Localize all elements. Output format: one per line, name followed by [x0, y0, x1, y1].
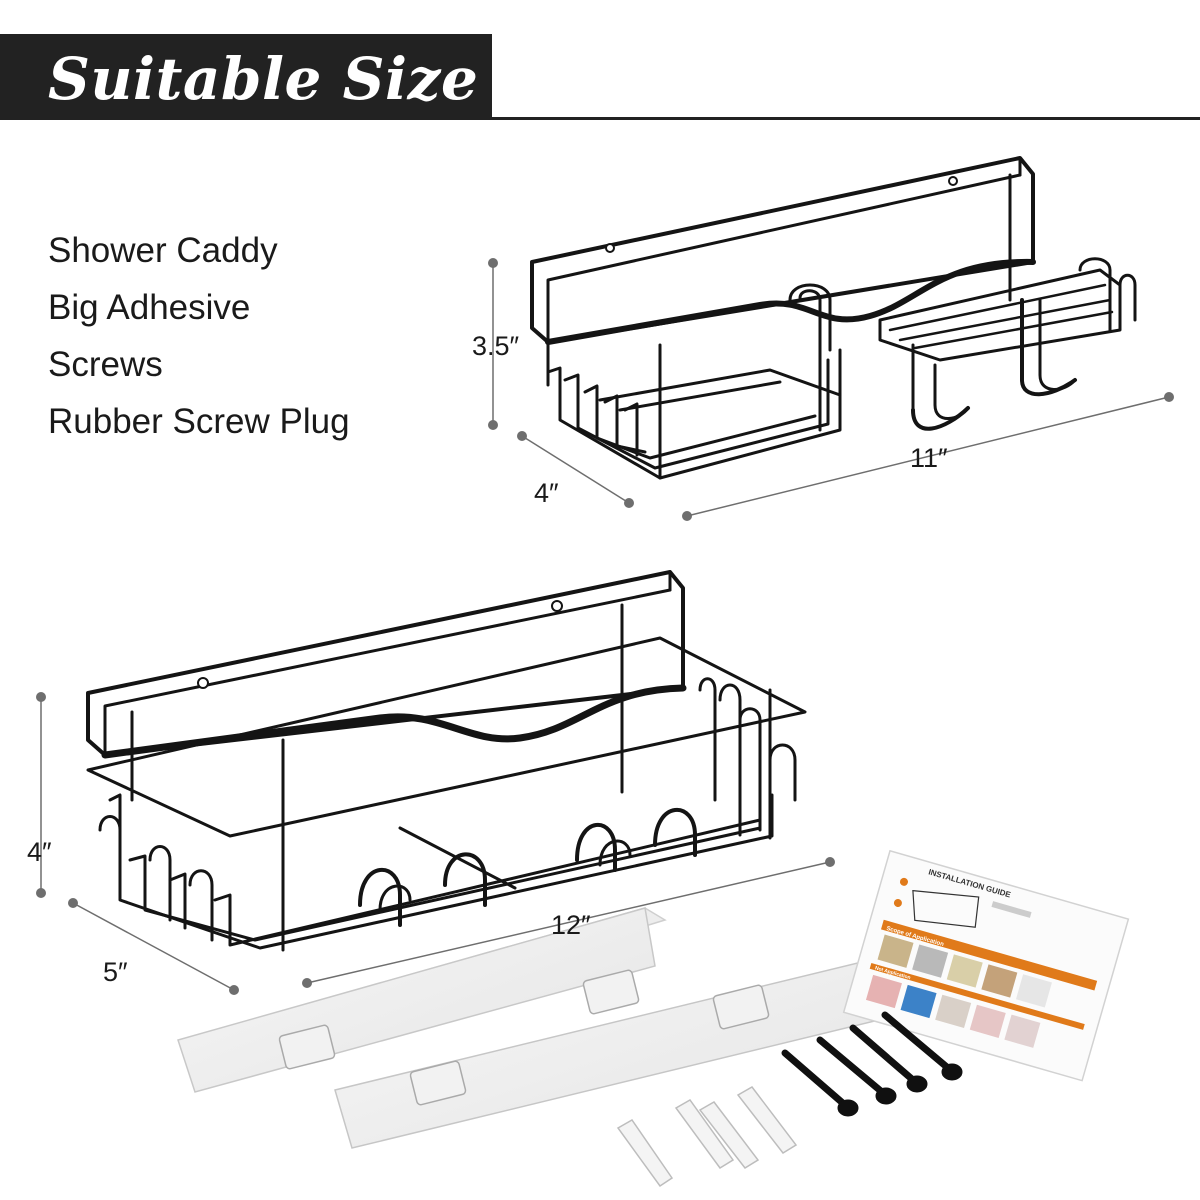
contents-item-screws: Screws [48, 345, 163, 384]
header-bar [0, 34, 492, 120]
header-divider [492, 117, 1200, 120]
page-title: Suitable Size [48, 45, 479, 113]
small-caddy-width-label: 11″ [910, 443, 948, 473]
contents-item-shower-caddy: Shower Caddy [48, 231, 278, 270]
small-caddy-height-label: 3.5″ [472, 331, 520, 361]
screws [781, 1011, 963, 1117]
adhesive-clips [278, 969, 770, 1106]
contents-item-big-adhesive: Big Adhesive [48, 288, 251, 327]
large-caddy-height-label: 4″ [27, 837, 52, 867]
adhesive-pads [177, 907, 888, 1149]
small-shower-caddy [530, 156, 1137, 480]
large-caddy-dimensions [36, 692, 835, 995]
package-contents-list: Shower Caddy Big Adhesive Screws Rubber … [48, 222, 350, 450]
wall-plugs [616, 1086, 798, 1188]
small-caddy-depth-label: 4″ [534, 478, 559, 508]
large-caddy-width-label: 12″ [551, 910, 591, 940]
large-caddy-depth-label: 5″ [103, 957, 128, 987]
installation-guide-card: INSTALLATION GUIDE Scope of Application … [842, 849, 1130, 1082]
large-shower-caddy [86, 570, 807, 952]
small-caddy-dimensions [488, 258, 1174, 521]
contents-item-rubber-screw-plug: Rubber Screw Plug [48, 402, 350, 441]
